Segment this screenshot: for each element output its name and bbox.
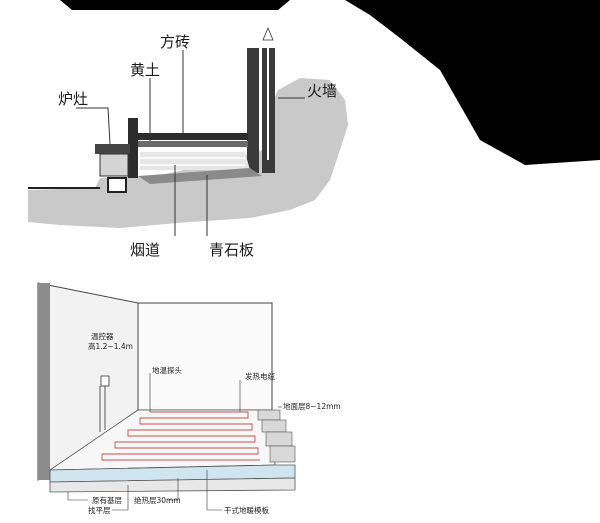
base-layer-band [49,477,296,493]
dry-module-label: 干式地暖模板 [224,505,269,515]
leveling-layer-label: 找平层 [88,505,111,515]
left-wall-edge [38,283,50,480]
base-leader [67,492,88,501]
thermostat-height-label: 高1.2~1.4m [88,341,133,351]
corner-black-shape [345,0,600,165]
fire-wall-label: 火墙 [307,82,337,100]
heating-cable-label: 发热电缆 [245,371,275,381]
leveling-leader [112,485,129,511]
module-leader [206,470,222,511]
floor-probe-label: 地温探头 [152,365,182,375]
surface-layer-label: 地面层8~12mm [283,401,341,411]
back-wall [137,302,273,411]
insulation-layer-label: 绝热层30mm [134,495,181,505]
stove-leader [76,107,111,145]
chimney-flow-arrowhead [262,26,274,41]
loess-label: 黄土 [130,61,160,79]
stove-body [99,153,129,177]
floor-heating-diagram: 温控器 高1.2~1.4m 地温探头 发热电缆 地面层8~12mm 原有基层 找… [37,282,341,515]
chimney-left-wall [247,48,259,173]
stove-firebox [107,177,127,193]
stove-label: 炉灶 [58,90,88,108]
kang-diagram: 方砖 黄土 炉灶 火墙 烟道 青石板 [28,26,348,259]
surface-layer-stack [257,409,296,463]
thermostat-box [100,375,110,387]
loess-layer [130,141,248,147]
original-base-label: 原有基层 [92,495,122,505]
thermostat-label: 温控器 [91,331,114,341]
top-black-shape [60,0,290,10]
insulation-layer-band [49,464,296,483]
stove-top [95,144,130,154]
insulation-leader [168,478,179,501]
flue-label: 烟道 [130,241,160,259]
bluestone-slab [138,168,262,184]
tile-label: 方砖 [160,33,190,51]
tile-layer [130,133,248,140]
kang-post [128,118,138,178]
flue-channel [140,152,250,170]
heating-cable-loops [101,411,260,461]
bluestone-label: 青石板 [209,241,254,259]
